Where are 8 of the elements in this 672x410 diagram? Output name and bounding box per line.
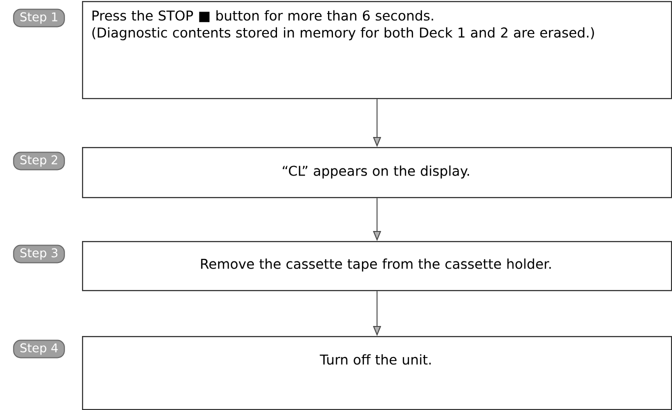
- step-box: Remove the cassette tape from the cassette holder.: [82, 241, 672, 292]
- step-badge: Step 1: [13, 8, 65, 28]
- step-box: Press the STOP ■ button for more than 6 seconds. (Diagnostic contents stored in memory for both Deck 1 and 2 are erased.): [82, 1, 672, 100]
- step-box: “CL” appears on the display.: [82, 147, 672, 198]
- step-badge: Step 2: [13, 152, 65, 170]
- step-badge: Step 3: [13, 244, 65, 264]
- step-badge: Step 4: [13, 340, 65, 358]
- step-box: Turn off the unit.: [82, 336, 672, 410]
